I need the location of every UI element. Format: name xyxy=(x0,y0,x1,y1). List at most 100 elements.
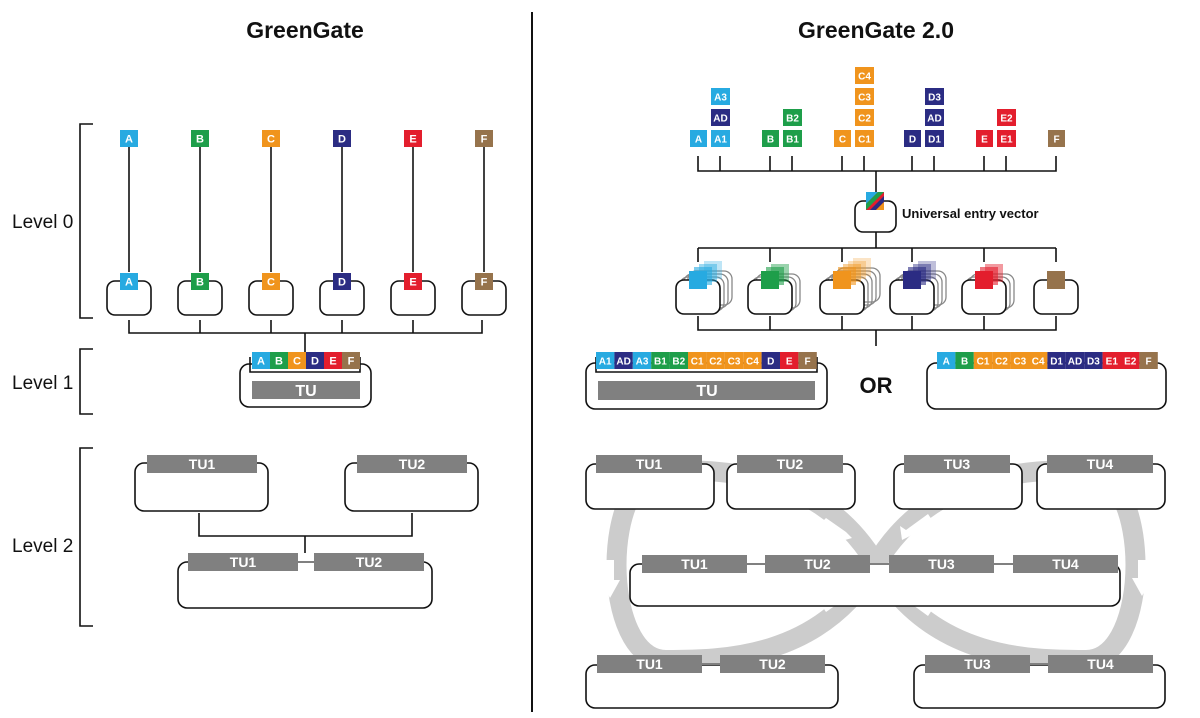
right-l2-bot-tu1-label: TU1 xyxy=(636,656,663,672)
right-stack-e-1-chip xyxy=(997,109,1016,126)
right-stack-c-1-label: C2 xyxy=(858,114,871,125)
right-l2-top-tu2-label: TU2 xyxy=(777,456,804,472)
right-stack-a-1-label: AD xyxy=(713,114,727,125)
uev-stripe-navy xyxy=(870,196,884,210)
right-l1b-7-chip xyxy=(1065,352,1085,369)
right-stack-c-0-label: C1 xyxy=(858,135,871,146)
right-l1b-4-label: C3 xyxy=(1013,357,1026,368)
right-vector-ghost-c-4 xyxy=(853,258,871,276)
right-uev-fanout xyxy=(697,232,1057,262)
right-l1a-0-label: A1 xyxy=(599,357,612,368)
right-l2-bot-tu1-bar xyxy=(597,655,702,673)
right-stack-b-1-label: B2 xyxy=(786,114,799,125)
left-l1-e-label: E xyxy=(329,356,336,368)
right-vector-square-f xyxy=(1047,271,1065,289)
right-l1a-7-chip xyxy=(724,352,744,369)
right-vector-square-b xyxy=(761,271,779,289)
left-module-vec-f-label: F xyxy=(481,277,488,289)
right-stack-d-0-chip xyxy=(925,130,944,147)
right-stack-base-f-label: F xyxy=(1053,135,1059,146)
right-stack-base-d-label: D xyxy=(909,135,916,146)
right-stack-d-2-label: D3 xyxy=(928,93,941,104)
right-stack-base-e-label: E xyxy=(981,135,988,146)
right-stack-base-b-label: B xyxy=(767,135,774,146)
left-level1-tu-bar xyxy=(252,381,360,399)
right-l1a-5-chip xyxy=(688,352,707,369)
right-l2-top-tu2-bar xyxy=(737,455,843,473)
loop-arrow-mid-ul xyxy=(822,518,852,542)
left-level2-tu2-label: TU2 xyxy=(399,456,426,472)
right-vector-square-c xyxy=(833,271,851,289)
right-stack-a-2-chip xyxy=(711,88,730,105)
right-l1a-8-chip xyxy=(743,352,762,369)
right-l1b-10-chip xyxy=(1121,352,1140,369)
right-vector-square-a xyxy=(689,271,707,289)
left-module-top-e-label: E xyxy=(409,134,416,146)
left-module-vec-c-label: C xyxy=(267,277,275,289)
right-stack-base-c-label: C xyxy=(839,135,846,146)
right-stack-a-0-label: A1 xyxy=(714,135,727,146)
left-module-vec-b-label: B xyxy=(196,277,204,289)
left-module-top-d-chip xyxy=(333,130,351,147)
right-l1b-11-label: F xyxy=(1146,357,1152,368)
right-l1a-9-chip xyxy=(761,352,780,369)
right-l2-top-tu4-label: TU4 xyxy=(1087,456,1114,472)
right-stack-c-1-chip xyxy=(855,109,874,126)
right-l2-mid-tu4-bar xyxy=(1013,555,1118,573)
right-stack-d-0-label: D1 xyxy=(928,135,941,146)
right-l1b-0-chip xyxy=(937,352,956,369)
right-l1a-3-label: B1 xyxy=(654,357,667,368)
right-l2-bot-tu3-bar xyxy=(925,655,1030,673)
right-stack-base-e-chip xyxy=(976,130,993,147)
right-l1a-9-label: D xyxy=(767,357,774,368)
right-stack-a-2-label: A3 xyxy=(714,93,727,104)
left-combined-tu2-label: TU2 xyxy=(356,554,383,570)
right-l1b-11-chip xyxy=(1139,352,1158,369)
right-l1b-2-chip xyxy=(973,352,993,369)
right-l1b-5-label: C4 xyxy=(1032,357,1045,368)
title-greengate-2: GreenGate 2.0 xyxy=(798,17,954,43)
right-stack-a-0-chip xyxy=(711,130,730,147)
right-level1-tu-label: TU xyxy=(696,383,717,400)
right-l1a-6-label: C2 xyxy=(709,357,722,368)
right-l1a-4-chip xyxy=(669,352,688,369)
right-l1b-3-chip xyxy=(992,352,1011,369)
left-module-vec-e-label: E xyxy=(409,277,416,289)
right-stack-base-b-chip xyxy=(762,130,779,147)
bracket-level-0 xyxy=(79,123,93,319)
right-stack-d-1-chip xyxy=(925,109,944,126)
right-stack-c-3-label: C4 xyxy=(858,72,871,83)
left-module-top-e-chip xyxy=(404,130,422,147)
uev-stripe-orange xyxy=(876,202,884,210)
left-module-top-f-chip xyxy=(475,130,493,147)
right-l2-top-tu3-label: TU3 xyxy=(944,456,971,472)
left-combined-tu2-bar xyxy=(314,553,424,571)
right-level1-box-b xyxy=(926,362,1167,410)
right-stack-base-a-label: A xyxy=(695,135,702,146)
right-l1a-11-label: F xyxy=(805,357,811,368)
right-l1b-5-chip xyxy=(1029,352,1048,369)
loop-arrow-mid-ur xyxy=(900,514,932,540)
right-l1a-1-label: AD xyxy=(616,357,630,368)
right-l1b-7-label: AD xyxy=(1068,357,1082,368)
right-stack-d-1-label: AD xyxy=(927,114,941,125)
right-l1a-2-chip xyxy=(632,352,652,369)
level-1-label: Level 1 xyxy=(12,373,73,394)
right-l1b-4-chip xyxy=(1010,352,1029,369)
left-module-vec-e-chip xyxy=(404,273,422,290)
right-stacks-connector xyxy=(697,156,1057,200)
right-l1b-6-label: D1 xyxy=(1050,357,1063,368)
left-level2-tu2-bar xyxy=(357,455,467,473)
left-module-top-c-chip xyxy=(262,130,280,147)
right-stack-d-2-chip xyxy=(925,88,944,105)
left-module-top-b-label: B xyxy=(196,134,204,146)
right-l1a-7-label: C3 xyxy=(728,357,741,368)
right-l1a-11-chip xyxy=(798,352,817,369)
universal-entry-vector-icon xyxy=(866,192,884,210)
right-l1a-10-label: E xyxy=(786,357,793,368)
